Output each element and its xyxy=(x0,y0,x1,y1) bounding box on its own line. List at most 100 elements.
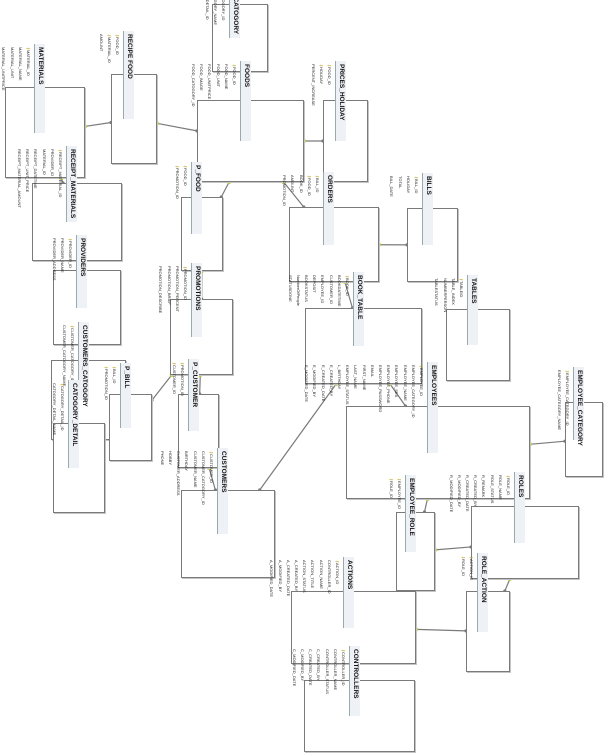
table-field: ACTION_TITLE xyxy=(309,559,315,588)
table-field: CONTROLLER_NAME xyxy=(332,649,338,691)
table-field: A_MODIFIED_BY xyxy=(277,559,283,592)
table-field: AMOUNT xyxy=(98,34,104,52)
table-content: ORDERSBILL_IDFOOD_IDBOOK_IDAMOUNTPROMOTI… xyxy=(278,171,334,245)
table-field: MATERIAL_NAME xyxy=(17,46,23,81)
table-employee-category[interactable]: EMPLOYEE_CATEGORYEMPLOYEE_CATEGORY_IDEMP… xyxy=(557,366,603,477)
table-title: P_FOOD xyxy=(191,162,202,234)
table-field: LAST_NAME xyxy=(353,364,359,389)
table-foods[interactable]: FOODSFOOD_IDFOOD_NAMEFOOD_UNITFOOD_UNITP… xyxy=(190,61,304,182)
table-field: MATERIAL_UNIT xyxy=(9,46,15,78)
table-field: PROMOTION_PERCENT xyxy=(174,266,180,313)
table-field: CUSTOMER_CATOGORY_ID xyxy=(200,451,206,505)
table-field: FOOD_ID xyxy=(229,64,237,139)
table-field: R_MODIFIED_BY xyxy=(456,474,462,507)
table-field: C_MODIFIED_DATE xyxy=(291,649,297,687)
table-field: PROMOTION_ID xyxy=(101,366,109,426)
table-field: STATUSDONE xyxy=(287,275,293,302)
field-list: PROMOTION_IDPROMOTION_PERCENTPROMOTION_B… xyxy=(154,263,191,337)
table-book-table[interactable]: BOOK_TABLEBOOK_IDBOOKDATETIMECUSTOMER_ID… xyxy=(287,272,422,384)
table-roles[interactable]: ROLESROLE_IDROLE_NAMEROLE_STATUSR_REMARK… xyxy=(449,471,579,579)
table-field: ACTION_STATUS xyxy=(301,559,307,593)
table-field: FOOD_ID xyxy=(181,165,189,232)
field-list: EMPLOYEE_IDEMPLOYEE_CATEGORY_IDEMPLOYEE_… xyxy=(300,362,427,453)
table-field: MATERIAL_UNITPRICE xyxy=(1,46,7,91)
table-field: ACTION_ID xyxy=(467,556,475,630)
table-field: E_CREATED_DATE xyxy=(320,364,326,401)
table-field: BILL_ID xyxy=(109,366,117,426)
table-field: BOOKSTATUS xyxy=(303,275,309,302)
table-field: TABLEID xyxy=(457,278,465,343)
table-field: TABLE_INDEX xyxy=(450,278,456,305)
table-field: EMPLOYEE_ID xyxy=(319,275,325,304)
table-controllers[interactable]: CONTROLLERSCONTROLLER_IDCONTROLLER_NAMEC… xyxy=(291,646,415,752)
table-food-catogory[interactable]: FOOD_CATOGORYFOOD_CATOGORY_IDFOOD_CATOGO… xyxy=(205,0,268,72)
table-content: EMPLOYEESEMPLOYEE_IDEMPLOYEE_CATEGORY_ID… xyxy=(300,361,438,453)
table-field: E_MODIFIED_BY xyxy=(312,364,318,397)
relationship-line xyxy=(434,546,472,551)
table-field: AMOUNT xyxy=(290,174,296,192)
table-field: RECEIPT_MATERIAL_AMOUNT xyxy=(16,149,22,208)
table-field: CUSTOMER_ID xyxy=(169,362,177,429)
table-field: EMPLOYEE_CATEGORY_ID xyxy=(410,364,416,418)
field-list: CUSTOMER_IDCUSTOMER_CATOGORY_IDCUSTOMER_… xyxy=(156,448,217,534)
table-field: A_CREATED_DATE xyxy=(285,559,291,596)
table-customers[interactable]: CUSTOMERSCUSTOMER_IDCUSTOMER_CATOGORY_ID… xyxy=(160,448,275,578)
table-field: CONTROLLER_STATUS xyxy=(324,649,330,694)
table-category-detail[interactable]: CATOGORY_DETAILCATOGORY_DETAIL_IDCATOGOR… xyxy=(52,380,105,513)
table-title: PROMOTIONS xyxy=(190,263,202,337)
table-field: NUMBERPERSON xyxy=(442,278,448,313)
table-content: EMPLOYEE_CATEGORYEMPLOYEE_CATEGORY_IDEMP… xyxy=(553,366,584,445)
field-list: MATERIAL_IDMATERIAL_NAMEMATERIAL_UNITMAT… xyxy=(0,44,34,133)
table-field: BOOK_ID xyxy=(342,275,350,344)
relationship-line xyxy=(283,181,305,208)
field-list: FOOD_IDHOLIDAYPERCENT_INCREASE xyxy=(306,61,335,141)
table-tables[interactable]: TABLESTABLEIDTABLE_INDEXNUMBERPERSONTABL… xyxy=(434,275,510,381)
table-field: PROVIDER_ID xyxy=(49,149,55,177)
table-field: FIRST_NAME xyxy=(361,364,367,390)
table-field: CUSTOMER_ID xyxy=(328,275,334,305)
table-field: PROVIDER_ID xyxy=(66,238,74,306)
table-field: CATOGORY_DETAIL_ID xyxy=(58,383,66,466)
field-list: BOOK_IDBOOKDATETIMECUSTOMER_IDEMPLOYEE_I… xyxy=(283,272,353,346)
table-orders[interactable]: ORDERSBILL_IDFOOD_IDBOOK_IDAMOUNTPROMOTI… xyxy=(282,171,379,282)
field-list: FOOD_IDFOOD_NAMEFOOD_UNITFOOD_UNITPRICEF… xyxy=(186,61,239,141)
table-employees[interactable]: EMPLOYEESEMPLOYEE_IDEMPLOYEE_CATEGORY_ID… xyxy=(304,361,530,499)
table-field: FOOD_ID xyxy=(113,34,121,117)
table-field: PROMOTION_ID xyxy=(177,362,185,429)
table-field: PROMOTION_DESCRIBE xyxy=(157,266,163,314)
table-prices-holiday[interactable]: PRICES_HOLIDAYFOOD_IDHOLIDAYPERCENT_INCR… xyxy=(310,61,368,182)
table-field: FOOD_ID xyxy=(305,175,313,243)
table-field: EMPLOYEE_ID xyxy=(394,478,402,550)
table-field: R_REMARK xyxy=(481,474,487,497)
field-list: ROLE_IDROLE_NAMEROLE_STATUSR_REMARKR_CRE… xyxy=(444,472,514,543)
table-title: ROLES xyxy=(514,471,525,543)
table-field: CATOGORY_DETAIL_ID xyxy=(202,0,210,36)
table-field: PROVIDER_NAME xyxy=(59,237,65,273)
table-field: RECEIPT_UNIT_PRICE xyxy=(25,149,31,193)
table-field: A_CREATED_BY xyxy=(293,559,299,591)
table-content: ROLESROLE_IDROLE_NAMEROLE_STATUSR_REMARK… xyxy=(444,471,525,543)
table-field: DEPOSIT xyxy=(311,275,317,293)
table-field: CATOGORY_DETAIL_NAME xyxy=(51,383,57,436)
table-content: RECEIPT_MATERIALSRECEIPT_MATERIAL_IDPROV… xyxy=(13,146,77,222)
table-title: ORDERS xyxy=(323,171,334,245)
relationship-line xyxy=(529,440,566,445)
table-field: R_CREATED_BY xyxy=(473,474,479,507)
table-field: FOOD_ID xyxy=(324,64,332,139)
table-field: EMPLOYEE_CATEGORY_NAME xyxy=(556,369,562,430)
table-field: EMPLOYEE_PHONE xyxy=(386,364,392,403)
